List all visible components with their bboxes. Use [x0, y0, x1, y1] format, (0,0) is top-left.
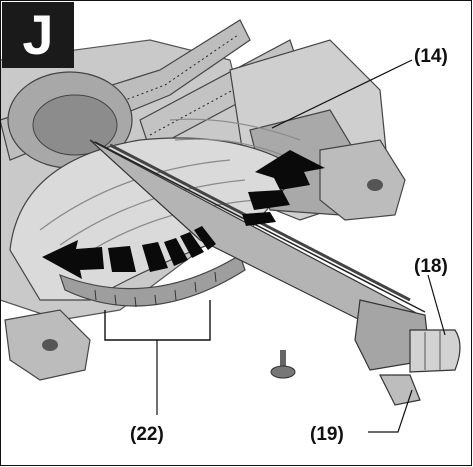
lift-arrow-seg-2: [242, 212, 276, 226]
figure-letter-badge: J: [2, 2, 74, 68]
foot-rear-right: [319, 139, 406, 221]
callout-19: (19): [310, 424, 344, 445]
leader-19: [368, 389, 413, 433]
foot-hole-left: [42, 339, 58, 351]
thumb-screw: [280, 350, 286, 368]
turntable-arc-3: [79, 199, 256, 259]
rotation-arrow-seg-4: [180, 232, 204, 258]
foot-hole-right: [367, 179, 383, 191]
callout-22: (22): [130, 424, 164, 445]
turntable-arc-2: [59, 179, 246, 246]
lift-arrow-seg-1: [248, 190, 290, 210]
extension-arm-top: [94, 141, 426, 313]
callout-14: (14): [414, 46, 448, 67]
turntable-edge: [59, 254, 246, 307]
rotation-arrow-seg-2: [142, 242, 168, 272]
rotation-arrow-seg-5: [194, 226, 216, 250]
turntable-arc-1: [39, 159, 231, 231]
turntable-arc-4: [169, 118, 301, 141]
rotation-arrow-head: [42, 240, 104, 279]
detent-notches: [94, 271, 217, 308]
turntable-inner: [32, 94, 118, 156]
right-fence-scale: [149, 57, 293, 136]
rotation-arrow-seg-1: [108, 246, 136, 272]
leader-14: [271, 59, 413, 129]
callout-18: (18): [414, 256, 448, 277]
leader-18: [427, 274, 446, 336]
lift-arrow-head: [255, 150, 325, 190]
turntable-arc-5: [174, 138, 291, 159]
rotation-arrow-seg-3: [164, 238, 188, 266]
handle-knob: [409, 329, 461, 373]
